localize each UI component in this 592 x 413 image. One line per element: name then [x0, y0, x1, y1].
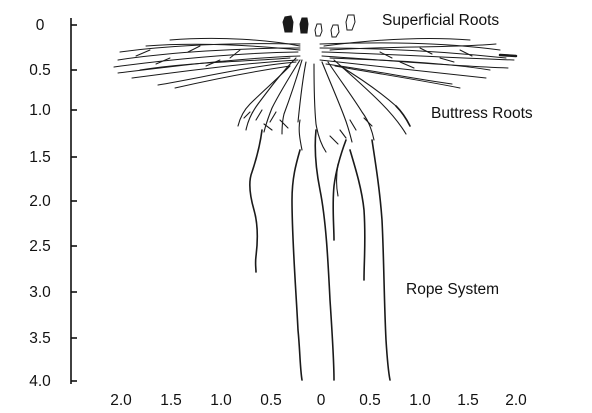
- stump: [331, 25, 339, 37]
- buttress-roots: [238, 58, 410, 152]
- x-tick-label: 1.0: [210, 392, 232, 409]
- stump: [315, 24, 322, 36]
- y-tick-label: 0: [36, 17, 45, 34]
- y-tick-label: 2.5: [29, 238, 51, 255]
- superficial-root: [500, 55, 516, 56]
- stump: [283, 16, 293, 32]
- superficial-root-mat: [114, 38, 516, 88]
- rope-root: [292, 150, 302, 380]
- x-tick-label: 2.0: [505, 392, 527, 409]
- x-tick-label: 1.0: [409, 392, 431, 409]
- rope-root: [350, 150, 365, 280]
- y-tick-label: 0.5: [29, 62, 51, 79]
- rope-root: [315, 130, 334, 380]
- rope-root: [299, 120, 302, 150]
- stump: [346, 15, 355, 30]
- y-axis-ticks: [71, 25, 77, 381]
- y-tick-label: 1.0: [29, 102, 51, 119]
- y-tick-label: 1.5: [29, 149, 51, 166]
- y-tick-label: 2.0: [29, 193, 51, 210]
- x-tick-label: 0: [317, 392, 326, 409]
- y-tick-label: 4.0: [29, 373, 51, 390]
- buttress-root: [264, 60, 300, 132]
- stump: [300, 18, 308, 33]
- y-tick-label: 3.5: [29, 330, 51, 347]
- trunk-stumps: [283, 15, 355, 37]
- x-tick-label: 0.5: [359, 392, 381, 409]
- buttress-branchlets: [244, 110, 288, 130]
- rope-system-roots: [250, 120, 390, 380]
- rope-root: [333, 140, 346, 240]
- root-drawing: [114, 15, 516, 380]
- x-tick-label: 0.5: [260, 392, 282, 409]
- x-tick-label: 1.5: [457, 392, 479, 409]
- rope-root: [372, 140, 390, 380]
- y-tick-label: 3.0: [29, 284, 51, 301]
- x-tick-label: 2.0: [110, 392, 132, 409]
- label-superficial-roots: Superficial Roots: [382, 12, 499, 29]
- superficial-root: [140, 58, 290, 70]
- buttress-root: [328, 62, 374, 140]
- x-tick-label: 1.5: [160, 392, 182, 409]
- label-buttress-roots: Buttress Roots: [431, 105, 533, 122]
- rope-root: [250, 130, 262, 272]
- y-axis-labels: 0 0.5 1.0 1.5 2.0 2.5 3.0 3.5 4.0: [29, 17, 51, 390]
- buttress-root: [322, 62, 352, 142]
- superficial-root: [118, 48, 300, 60]
- label-rope-system: Rope System: [406, 281, 499, 298]
- y-axis: 0 0.5 1.0 1.5 2.0 2.5 3.0 3.5 4.0: [29, 17, 77, 390]
- x-axis-labels: 2.0 1.5 1.0 0.5 0 0.5 1.0 1.5 2.0: [110, 392, 527, 409]
